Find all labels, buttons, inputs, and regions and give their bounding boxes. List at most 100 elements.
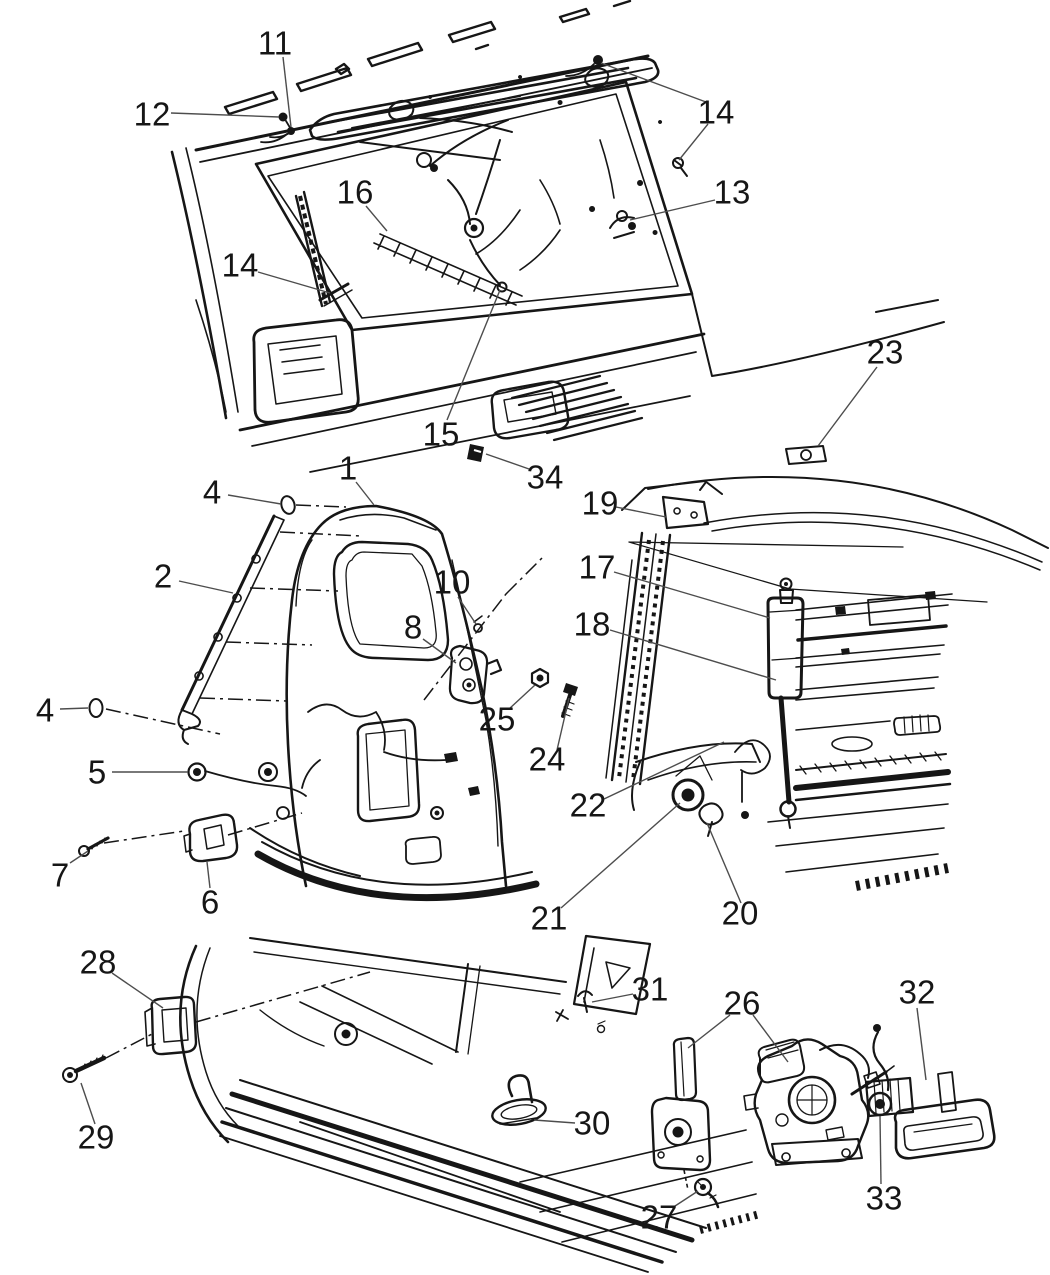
wiper-arm-curve bbox=[469, 239, 501, 286]
harness-connectors bbox=[444, 752, 480, 796]
callout-30: 30 bbox=[574, 1105, 611, 1142]
callout-21: 21 bbox=[531, 900, 568, 937]
corner-wheel-arch-inner bbox=[196, 947, 239, 1127]
callout-20: 20 bbox=[722, 895, 759, 932]
clip-31-fastener bbox=[596, 1024, 606, 1034]
callout-33: 33 bbox=[866, 1180, 903, 1217]
grommet-4-lower bbox=[88, 698, 104, 718]
callout-25: 25 bbox=[479, 701, 516, 738]
frame-1-top-line bbox=[339, 513, 437, 531]
leader-26 bbox=[752, 1014, 789, 1063]
liftgate-bottom-edge-inner bbox=[249, 827, 533, 886]
latch-26-flange-holes bbox=[781, 1148, 851, 1162]
latch-8-dot bbox=[466, 682, 472, 688]
lock-lever-26-base bbox=[650, 1096, 712, 1172]
body-panel-thick bbox=[796, 624, 948, 642]
underbody-lines bbox=[767, 803, 949, 873]
body-oval bbox=[831, 736, 873, 752]
wiper-pivot-dot bbox=[470, 224, 478, 232]
leader-34 bbox=[485, 453, 530, 470]
clip-31-fastener-tick bbox=[597, 1020, 606, 1025]
clip-11-pigtail bbox=[260, 133, 288, 144]
callout-13: 13 bbox=[714, 174, 751, 211]
roof-rail-lines bbox=[647, 476, 1049, 549]
sill-hatch-ticks bbox=[799, 751, 942, 775]
latch-26-pin bbox=[850, 1070, 888, 1096]
trim-capsule-ribs bbox=[903, 714, 930, 734]
liftgate-bottom-edge bbox=[254, 850, 540, 902]
gas-strut-17-cylinder bbox=[766, 596, 805, 700]
leader-15 bbox=[446, 289, 501, 421]
callout-34: 34 bbox=[527, 459, 564, 496]
wiper-pivot bbox=[463, 217, 485, 239]
sill-band-2 bbox=[794, 782, 952, 802]
sill-rail-5 bbox=[219, 1121, 649, 1273]
lock-lever-26-holes bbox=[657, 1151, 704, 1163]
clip-12 bbox=[278, 112, 288, 122]
hinge-bracket-6 bbox=[188, 813, 239, 863]
bolt-29-head bbox=[62, 1067, 78, 1083]
latch-hardware-parts bbox=[650, 1024, 996, 1209]
frame-leg-lines bbox=[295, 539, 499, 847]
leader-32 bbox=[916, 1007, 927, 1081]
latch-8 bbox=[448, 644, 503, 705]
callout-23: 23 bbox=[867, 334, 904, 371]
bolt-29-threads bbox=[81, 1054, 104, 1071]
pillar-bottom-details bbox=[583, 947, 631, 1003]
strut-rod-18 bbox=[778, 695, 792, 805]
callout-22: 22 bbox=[570, 787, 607, 824]
leader-24 bbox=[556, 697, 570, 751]
wiper-crank-dot bbox=[430, 164, 438, 172]
bumper-28-flap bbox=[144, 1007, 156, 1047]
leader-22 bbox=[603, 741, 725, 800]
sill-rail-4 bbox=[220, 1120, 664, 1264]
support-bracket-22-inner bbox=[647, 761, 757, 781]
wiper-linkage bbox=[351, 95, 521, 225]
right-body-line bbox=[691, 293, 945, 377]
roof-slots bbox=[223, 0, 632, 116]
body-panel-lines bbox=[795, 593, 953, 731]
leader-30 bbox=[533, 1119, 576, 1124]
taillight-inner bbox=[267, 335, 343, 405]
screw-27-tip bbox=[706, 1191, 720, 1209]
screw-27-head bbox=[693, 1177, 713, 1197]
corner-channel bbox=[455, 963, 469, 1053]
roof-rail-lines-2 bbox=[703, 511, 1043, 571]
pillar-strips bbox=[610, 531, 672, 786]
vent-slats bbox=[510, 374, 644, 442]
underbody-tick-fence bbox=[855, 863, 949, 891]
latch-26-motor bbox=[757, 1038, 806, 1084]
strut-cylinder-lines bbox=[769, 609, 803, 661]
lock-lever-26-cylinder bbox=[664, 1118, 692, 1146]
nut-5-center bbox=[193, 768, 201, 776]
leader-2 bbox=[178, 580, 234, 594]
grommet-33-center bbox=[875, 1099, 885, 1109]
spoiler-bar bbox=[308, 57, 660, 141]
trim-capsule bbox=[893, 715, 942, 736]
leader-29 bbox=[80, 1082, 96, 1125]
taillight bbox=[252, 318, 360, 424]
clip-10-tick bbox=[473, 615, 483, 623]
leader-8 bbox=[422, 638, 457, 664]
callout-14: 14 bbox=[222, 247, 259, 284]
callout-32: 32 bbox=[899, 974, 936, 1011]
leader-20 bbox=[706, 822, 742, 904]
latch-26-small-hole bbox=[775, 1113, 789, 1127]
callout-2: 2 bbox=[154, 558, 172, 595]
callout-4: 4 bbox=[36, 692, 54, 729]
clip-34-slot bbox=[473, 449, 482, 453]
leader-27 bbox=[671, 1190, 699, 1209]
leader-23 bbox=[817, 366, 878, 447]
callout-16: 16 bbox=[337, 174, 374, 211]
corner-wheel-arch bbox=[179, 944, 230, 1144]
clip-10 bbox=[473, 623, 483, 633]
leader-19 bbox=[615, 506, 667, 518]
latch-26-drum bbox=[787, 1075, 837, 1125]
leader-14 bbox=[257, 271, 331, 294]
leader-11 bbox=[282, 56, 292, 128]
pillar-bottom-piece bbox=[572, 934, 652, 1016]
bumper-28-inner bbox=[161, 1007, 189, 1043]
nut-5 bbox=[187, 762, 207, 782]
handle-32-bezel bbox=[893, 1098, 996, 1160]
bracket-wire bbox=[734, 739, 771, 803]
